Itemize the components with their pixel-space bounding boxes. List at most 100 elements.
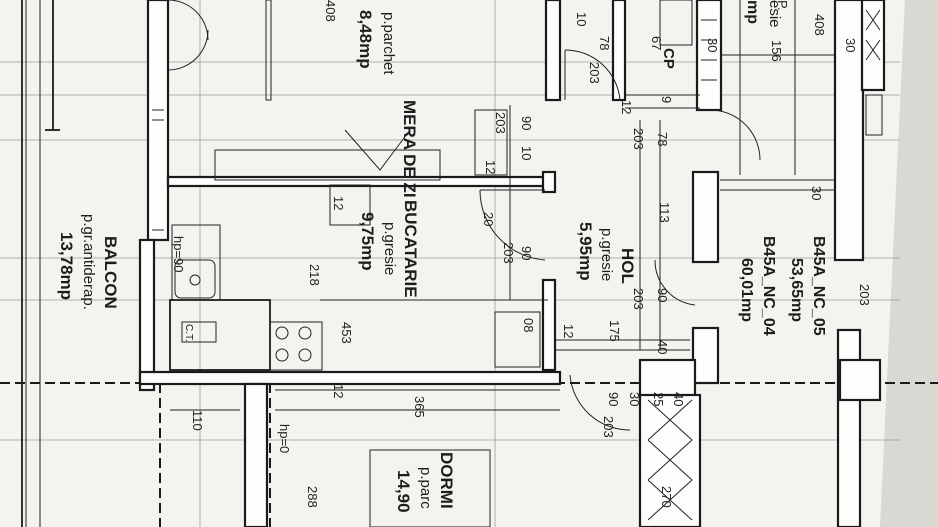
unit-label-nc04: B45A_NC_04 xyxy=(760,236,777,336)
room-area-balcon: 13,78mp xyxy=(57,232,76,300)
room-floor-hol: p.gresie xyxy=(598,228,615,281)
hol-floor: p.gresie xyxy=(598,228,615,281)
svg-text:20: 20 xyxy=(481,212,496,226)
balcon-area: 13,78mp xyxy=(57,232,76,300)
svg-text:25: 25 xyxy=(651,392,666,406)
hol-name: HOL xyxy=(618,248,637,284)
balcon-floor: p.gr.antiderap. xyxy=(80,214,97,310)
room-label-balcon: BALCON xyxy=(101,236,120,309)
svg-text:203: 203 xyxy=(601,416,616,438)
svg-text:90: 90 xyxy=(606,392,621,406)
unit-nc04-name: B45A_NC_04 xyxy=(760,236,777,336)
svg-text:C.T.: C.T. xyxy=(183,324,194,342)
svg-text:12: 12 xyxy=(561,324,576,338)
dim-408-left: 408 xyxy=(323,0,338,22)
svg-text:12: 12 xyxy=(483,160,498,174)
baie-area: mp xyxy=(744,0,761,24)
svg-text:203: 203 xyxy=(501,242,516,264)
dormitor-floor: p.parc xyxy=(417,467,434,509)
cp-label: CP xyxy=(660,48,677,69)
svg-text:203: 203 xyxy=(857,284,872,306)
window-hatching xyxy=(152,9,881,521)
boiler-box xyxy=(181,321,217,343)
room-floor-balcon: p.gr.antiderap. xyxy=(80,214,97,310)
svg-text:270: 270 xyxy=(659,486,674,508)
bucatarie-floor: p.gresie xyxy=(381,222,398,275)
dim-408-right: 408 xyxy=(812,14,827,36)
balcon-name: BALCON xyxy=(101,236,120,309)
room-label-camera-de-zi: MERA DE ZI xyxy=(400,100,419,198)
paper-edge-shadow xyxy=(880,0,938,527)
room-floor-bucatarie: p.gresie xyxy=(381,222,398,275)
unit-nc05-area: 53,65mp xyxy=(788,258,805,322)
bucatarie-name: BUCATARIE xyxy=(401,200,420,298)
svg-text:110: 110 xyxy=(190,410,205,431)
dormitor-area: 14,90 xyxy=(394,470,413,513)
kitchen-furniture xyxy=(169,129,541,371)
svg-text:hp=0: hp=0 xyxy=(277,424,292,453)
svg-text:156: 156 xyxy=(769,40,784,62)
svg-text:218: 218 xyxy=(307,264,322,286)
svg-text:40: 40 xyxy=(671,392,686,406)
room-floor-camera-de-zi: p.parchet xyxy=(380,12,397,75)
camera-de-zi-name: MERA DE ZI xyxy=(400,100,419,198)
room-label-dormitor: DORMI xyxy=(437,452,456,509)
baie-floor: esie xyxy=(766,0,783,28)
svg-text:203: 203 xyxy=(631,128,646,150)
unit-area-nc04: 60,01mp xyxy=(738,258,755,322)
unit-label-nc05: B45A_NC_05 xyxy=(810,236,827,336)
svg-text:40: 40 xyxy=(655,340,670,354)
room-area-baie: mp xyxy=(744,0,761,24)
door-swings xyxy=(167,0,761,431)
camera-de-zi-area: 8,48mp xyxy=(356,10,375,69)
svg-text:30: 30 xyxy=(705,38,720,52)
svg-text:30: 30 xyxy=(809,186,824,200)
stove xyxy=(269,321,323,371)
bucatarie-area: 9,75mp xyxy=(358,212,377,271)
svg-text:67: 67 xyxy=(649,36,664,50)
svg-text:90: 90 xyxy=(519,246,534,260)
svg-text:10: 10 xyxy=(519,146,534,160)
svg-text:CP: CP xyxy=(660,48,677,69)
svg-text:365: 365 xyxy=(412,396,427,418)
camera-de-zi-floor: p.parchet xyxy=(380,12,397,75)
svg-text:453: 453 xyxy=(339,322,354,344)
unit-nc05-name: B45A_NC_05 xyxy=(810,236,827,336)
svg-text:10: 10 xyxy=(574,12,589,26)
room-floor-dormitor: p.parc xyxy=(417,467,434,509)
hp-top-label: hp=90 xyxy=(171,236,186,273)
unit-nc04-area: 60,01mp xyxy=(738,258,755,322)
svg-text:113: 113 xyxy=(657,202,672,223)
hol-area: 5,95mp xyxy=(576,222,595,281)
sink-basin xyxy=(174,259,216,299)
svg-text:90: 90 xyxy=(655,288,670,302)
ct-label: C.T. xyxy=(183,324,194,342)
svg-text:hp=90: hp=90 xyxy=(171,236,186,273)
dim-p: P. xyxy=(775,0,790,11)
svg-text:30: 30 xyxy=(843,38,858,52)
svg-text:78: 78 xyxy=(597,36,612,50)
dormitor-name: DORMI xyxy=(437,452,456,509)
svg-text:12: 12 xyxy=(331,196,346,210)
svg-text:30: 30 xyxy=(627,392,642,406)
dimension-labels: 408 408 P. 10 78 67 30 156 30 203 12 9 2… xyxy=(190,0,872,508)
room-area-dormitor: 14,90 xyxy=(394,470,413,513)
room-area-camera-de-zi: 8,48mp xyxy=(356,10,375,69)
room-label-bucatarie: BUCATARIE xyxy=(401,200,420,298)
room-floor-baie: esie xyxy=(766,0,783,28)
svg-text:203: 203 xyxy=(587,62,602,84)
svg-text:08: 08 xyxy=(521,318,536,332)
unit-area-nc05: 53,65mp xyxy=(788,258,805,322)
room-label-hol: HOL xyxy=(618,248,637,284)
room-area-hol: 5,95mp xyxy=(576,222,595,281)
svg-text:9: 9 xyxy=(659,96,674,103)
svg-text:203: 203 xyxy=(631,288,646,310)
svg-text:12: 12 xyxy=(619,100,634,114)
hp-bottom-label: hp=0 xyxy=(277,424,292,453)
svg-text:203: 203 xyxy=(493,112,508,134)
reference-lines xyxy=(21,0,60,527)
room-area-bucatarie: 9,75mp xyxy=(358,212,377,271)
